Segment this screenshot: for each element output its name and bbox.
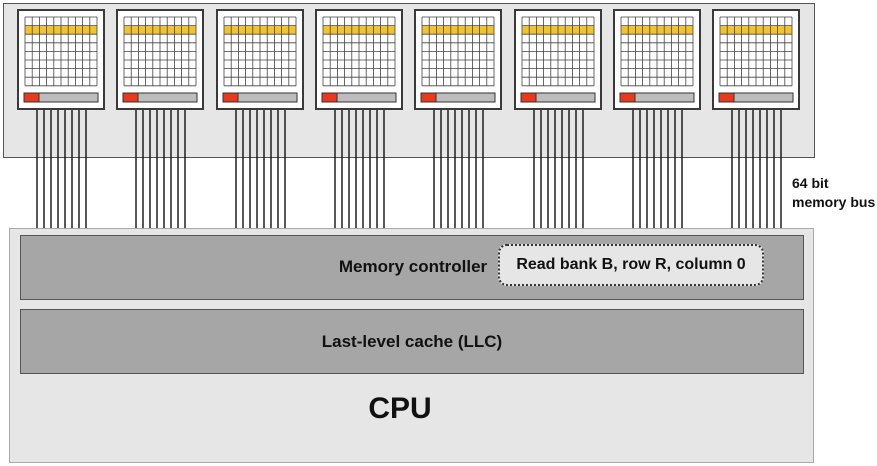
dram-bank-array	[420, 16, 496, 103]
row-buffer-selected-column	[23, 92, 40, 103]
dram-chip	[613, 9, 701, 110]
dram-chip	[712, 9, 800, 110]
dram-bank-array	[122, 16, 198, 103]
row-buffer-selected-column	[520, 92, 537, 103]
llc-label: Last-level cache (LLC)	[321, 331, 503, 351]
row-buffer-selected-column	[718, 92, 735, 103]
dram-chip	[414, 9, 502, 110]
read-command-box: Read bank B, row R, column 0	[498, 244, 764, 286]
dram-chip	[315, 9, 403, 110]
dram-bank-array	[222, 16, 298, 103]
row-buffer-selected-column	[619, 92, 636, 103]
dram-bank-array	[321, 16, 397, 103]
dram-bank-array	[520, 16, 596, 103]
row-buffer-selected-column	[222, 92, 239, 103]
row-buffer-selected-column	[122, 92, 139, 103]
dram-chip	[216, 9, 304, 110]
memory-bus-label: 64 bit memory bus	[792, 175, 876, 210]
dram-bank-array	[718, 16, 794, 103]
dram-bank-array	[619, 16, 695, 103]
dram-chip	[116, 9, 204, 110]
last-level-cache: Last-level cache (LLC)	[20, 309, 804, 374]
dram-chip	[514, 9, 602, 110]
read-command-text: Read bank B, row R, column 0	[516, 256, 746, 273]
row-buffer-selected-column	[321, 92, 338, 103]
dram-bank-array	[23, 16, 99, 103]
row-buffer-selected-column	[420, 92, 437, 103]
memory-controller-label: Memory controller	[338, 257, 488, 276]
cpu-label: CPU	[368, 392, 432, 425]
dram-chip	[17, 9, 105, 110]
